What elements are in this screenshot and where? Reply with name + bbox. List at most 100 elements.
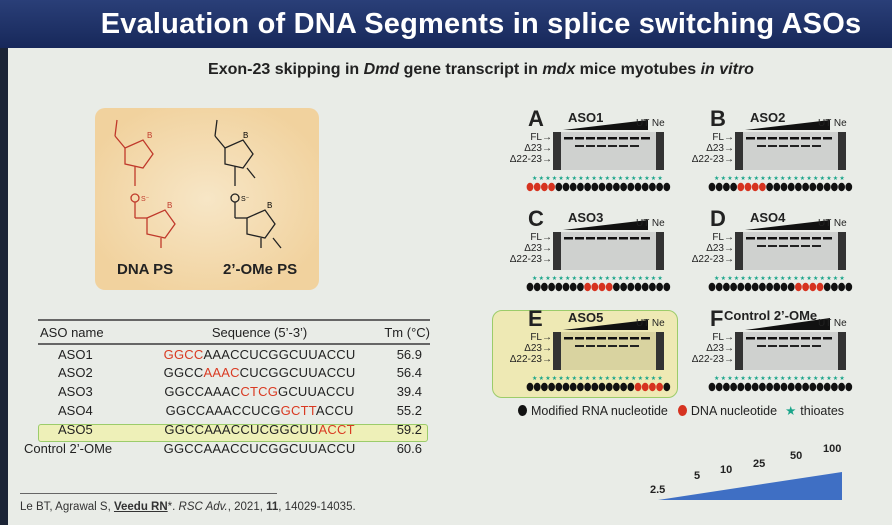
gel-legend: Modified RNA nucleotide DNA nucleotide ★… [518, 403, 844, 418]
citation-star: *. [167, 501, 179, 513]
band-fl: FL [530, 332, 542, 343]
band-d22-23: Δ22-23 [691, 254, 724, 265]
svg-text:★: ★ [727, 175, 732, 182]
svg-text:★: ★ [624, 175, 629, 182]
svg-text:★: ★ [651, 275, 656, 282]
gel-image: ★★★★★★★★★★★★★★★★★★★★ [708, 120, 853, 192]
svg-text:★: ★ [545, 275, 550, 282]
svg-text:★: ★ [780, 375, 785, 382]
concentration-label: 25 [753, 458, 766, 470]
svg-text:★: ★ [631, 175, 636, 182]
seq-rna: AAACCUCGGCUUACCU [203, 346, 356, 362]
svg-text:★: ★ [820, 175, 825, 182]
svg-text:★: ★ [780, 175, 785, 182]
aso-tm: 56.4 [396, 365, 422, 380]
svg-text:★: ★ [813, 275, 818, 282]
aso-name: ASO1 [58, 346, 93, 362]
gel-image: ★★★★★★★★★★★★★★★★★★★★ [526, 320, 671, 392]
aso-name: Control 2’-OMe [24, 441, 113, 456]
svg-text:★: ★ [618, 375, 623, 382]
svg-text:★: ★ [839, 375, 844, 382]
aso-tm: 39.4 [396, 384, 422, 399]
band-labels: FL→Δ23→Δ22-23→ [509, 132, 552, 165]
panel-aso-label: ASO2 [750, 110, 786, 125]
left-strip [0, 0, 8, 525]
svg-text:★: ★ [793, 175, 798, 182]
svg-text:★: ★ [734, 175, 739, 182]
subtitle-text: gene transcript in [399, 61, 543, 78]
svg-text:★: ★ [721, 375, 726, 382]
svg-text:★: ★ [558, 375, 563, 382]
seq-rna: GGCC [163, 365, 204, 380]
lane-labels: UT Ne [818, 118, 847, 129]
svg-text:★: ★ [565, 375, 570, 382]
svg-text:★: ★ [740, 175, 745, 182]
subtitle-text: Exon-23 skipping in [208, 61, 364, 78]
band-fl: FL [712, 232, 724, 243]
svg-text:★: ★ [767, 275, 772, 282]
svg-text:★: ★ [578, 275, 583, 282]
band-labels: FL→Δ23→Δ22-23→ [691, 232, 734, 265]
svg-text:★: ★ [747, 275, 752, 282]
lane-labels: UT Ne [636, 318, 665, 329]
panel-aso-label: ASO1 [568, 110, 604, 125]
aso-tm: 55.2 [396, 403, 422, 418]
svg-text:★: ★ [532, 375, 537, 382]
band-d23: Δ23 [706, 143, 724, 154]
svg-text:★: ★ [631, 275, 636, 282]
svg-text:★: ★ [657, 275, 662, 282]
svg-text:★: ★ [611, 175, 616, 182]
band-d23: Δ23 [706, 243, 724, 254]
band-fl: FL [712, 332, 724, 343]
svg-text:★: ★ [826, 375, 831, 382]
svg-text:★: ★ [572, 375, 577, 382]
citation-volume: 11 [266, 501, 279, 513]
gel-panel-d: ★★★★★★★★★★★★★★★★★★★★D ASO4 UT Ne FL→Δ23→… [690, 206, 860, 292]
gel-image: ★★★★★★★★★★★★★★★★★★★★ [526, 220, 671, 292]
gel-panel-f: ★★★★★★★★★★★★★★★★★★★★F Control 2’-OMe UT … [690, 306, 860, 392]
band-d23: Δ23 [524, 143, 542, 154]
svg-text:★: ★ [605, 175, 610, 182]
svg-text:★: ★ [585, 375, 590, 382]
gel-panel-b: ★★★★★★★★★★★★★★★★★★★★B ASO2 UT Ne FL→Δ23→… [690, 106, 860, 192]
citation-divider [20, 493, 277, 494]
ome-ps-label: 2’-OMe PS [223, 261, 298, 278]
svg-text:★: ★ [578, 175, 583, 182]
concentration-label: 10 [720, 464, 733, 476]
panel-aso-label: Control 2’-OMe [724, 308, 818, 323]
svg-text:B: B [167, 201, 172, 210]
svg-text:★: ★ [721, 175, 726, 182]
seq-dna: GGCC [163, 346, 204, 362]
svg-text:★: ★ [839, 275, 844, 282]
band-d23: Δ23 [524, 343, 542, 354]
subtitle-model: mdx [542, 61, 576, 78]
svg-text:★: ★ [800, 375, 805, 382]
svg-text:★: ★ [747, 175, 752, 182]
svg-text:★: ★ [565, 275, 570, 282]
band-labels: FL→Δ23→Δ22-23→ [691, 132, 734, 165]
aso-name: ASO2 [58, 365, 93, 380]
svg-text:★: ★ [651, 175, 656, 182]
svg-text:★: ★ [820, 275, 825, 282]
concentration-label: 50 [790, 450, 803, 462]
lane-labels: UT Ne [818, 318, 847, 329]
panel-aso-label: ASO5 [568, 310, 604, 325]
svg-text:★: ★ [638, 375, 643, 382]
svg-text:★: ★ [806, 175, 811, 182]
svg-text:★: ★ [598, 275, 603, 282]
svg-text:★: ★ [780, 275, 785, 282]
legend-dna: DNA nucleotide [690, 403, 778, 418]
svg-text:★: ★ [631, 375, 636, 382]
seq-rna: GCUUACCU [278, 384, 355, 399]
panel-letter: C [528, 206, 544, 231]
citation-pages: , 14029-14035. [278, 501, 356, 513]
seq-rna: GGCCAAAC [164, 384, 241, 399]
svg-text:★: ★ [773, 275, 778, 282]
svg-text:★: ★ [591, 175, 596, 182]
svg-text:★: ★ [558, 175, 563, 182]
seq-rna: CUCGGCUUACCU [239, 365, 356, 380]
nucleotide-structure-diagram: B B B B S⁻ S⁻ [114, 119, 282, 249]
band-d22-23: Δ22-23 [691, 154, 724, 165]
svg-text:★: ★ [806, 275, 811, 282]
